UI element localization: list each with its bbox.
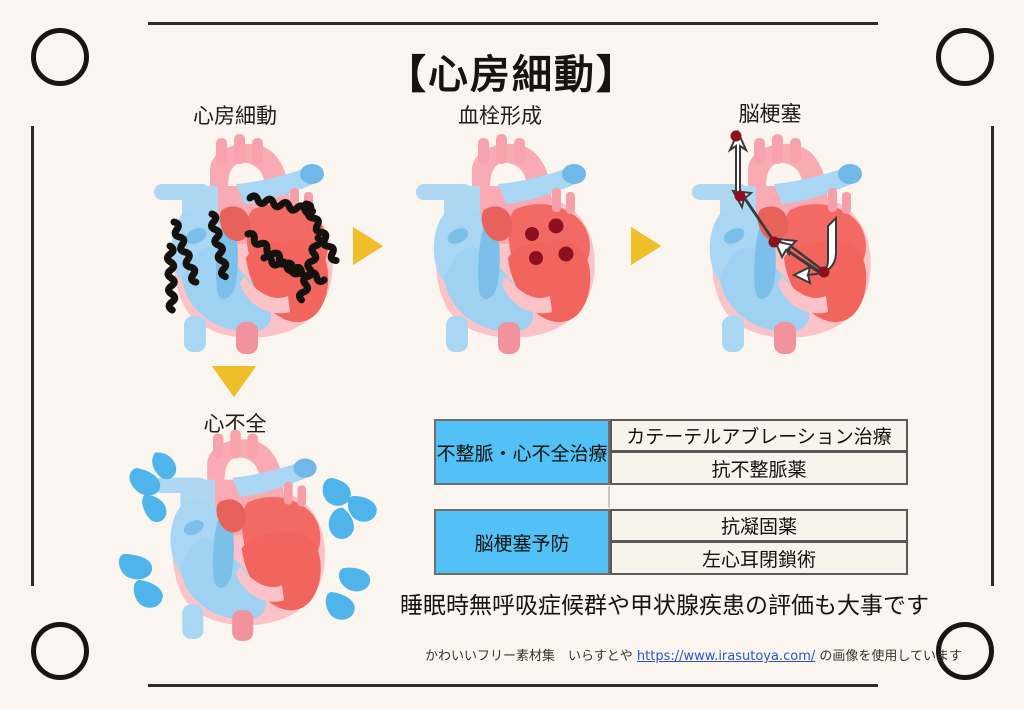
heart-illustration-thrombus (402, 126, 632, 354)
table-row-header-stroke-prevention: 脳梗塞予防 (434, 509, 610, 575)
triangle-down-icon (212, 366, 256, 397)
table-cell-anticoagulant: 抗凝固薬 (610, 509, 908, 542)
table-spacer-right (610, 485, 908, 509)
heart-diagram-svg (154, 134, 370, 354)
treatment-table: 不整脈・心不全治療 カテーテルアブレーション治療 抗不整脈薬 脳梗塞予防 抗凝固… (434, 419, 908, 575)
heart-diagram-svg (118, 429, 377, 641)
footnote-text: 睡眠時無呼吸症候群や甲状腺疾患の評価も大事です (400, 593, 929, 619)
frame-line-right (991, 126, 994, 586)
heart-diagram-svg (692, 129, 871, 354)
credit-line: かわいいフリー素材集 いらすとや https://www.irasutoya.c… (425, 645, 962, 664)
heart-illustration-stroke (678, 122, 908, 354)
table-spacer-left (434, 485, 610, 509)
table-row-header-arrhythmia: 不整脈・心不全治療 (434, 419, 610, 485)
clot-dots-group (525, 218, 574, 265)
table-row-spacer (434, 485, 908, 509)
table-row: 脳梗塞予防 抗凝固薬 左心耳閉鎖術 (434, 509, 908, 575)
frame-line-bottom (148, 684, 878, 687)
table-cell-catheter-ablation: カテーテルアブレーション治療 (610, 419, 908, 452)
triangle-right-icon (353, 227, 383, 265)
heart-illustration-heart-failure (118, 429, 388, 646)
triangle-right-icon (631, 227, 661, 265)
frame-line-left (31, 126, 34, 586)
stage-label-thrombus: 血栓形成 (458, 104, 542, 128)
corner-circle-bottom-left (31, 622, 89, 680)
table-cell-group: カテーテルアブレーション治療 抗不整脈薬 (610, 419, 908, 485)
heart-diagram-svg (416, 134, 595, 354)
credit-url-link[interactable]: https://www.irasutoya.com/ (636, 649, 816, 664)
page-title: 【心房細動】 (386, 52, 638, 98)
heart-illustration-afib (140, 126, 370, 354)
embolus-dots-group (730, 130, 830, 278)
corner-circle-top-right (936, 28, 994, 86)
table-cell-antiarrhythmic-drug: 抗不整脈薬 (610, 452, 908, 485)
table-cell-group: 抗凝固薬 左心耳閉鎖術 (610, 509, 908, 575)
stage-label-afib: 心房細動 (193, 104, 277, 128)
credit-prefix: かわいいフリー素材集 いらすとや (425, 649, 633, 664)
table-cell-laa-closure: 左心耳閉鎖術 (610, 542, 908, 575)
water-splash-group (118, 452, 377, 620)
corner-circle-bottom-right (936, 622, 994, 680)
stage-label-stroke: 脳梗塞 (738, 102, 802, 126)
corner-circle-top-left (31, 28, 89, 86)
table-row: 不整脈・心不全治療 カテーテルアブレーション治療 抗不整脈薬 (434, 419, 908, 485)
frame-line-top (148, 22, 878, 25)
credit-suffix: の画像を使用しています (819, 649, 963, 664)
